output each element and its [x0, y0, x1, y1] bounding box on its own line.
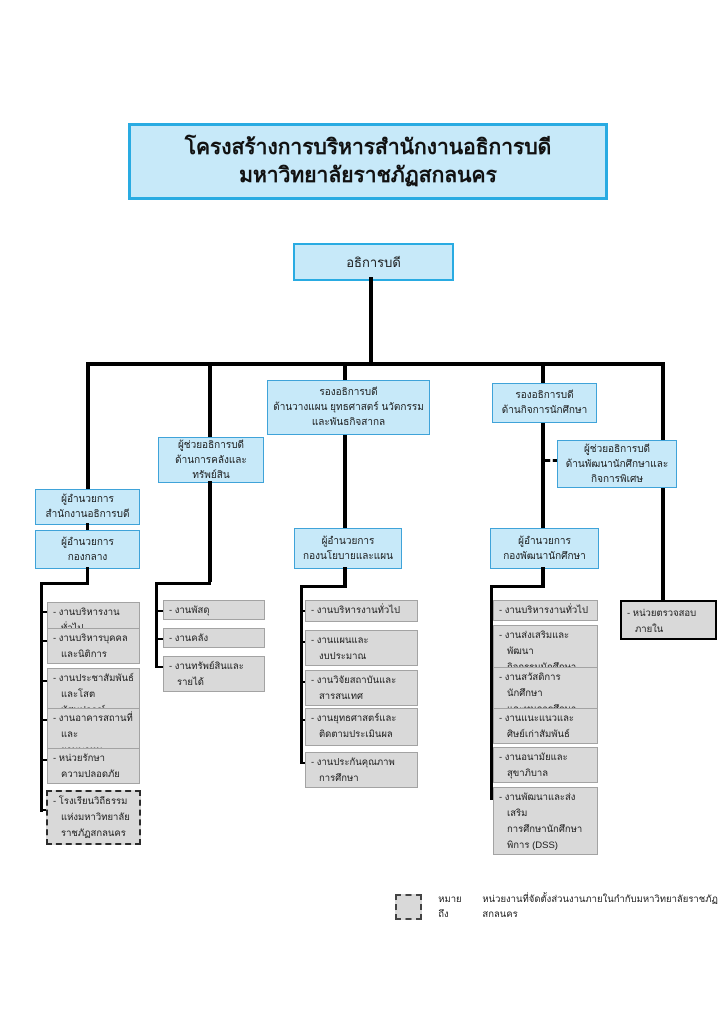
- connector-col1-stub: [40, 611, 49, 613]
- connector-drop-planning: [343, 362, 347, 380]
- node-dir-student-dev-label: ผู้อำนวยการ กองพัฒนานักศึกษา: [503, 535, 586, 562]
- legend-dashed-swatch: [395, 894, 423, 920]
- connector-planning-to-policy: [343, 433, 347, 528]
- connector-col3-stub: [300, 681, 308, 683]
- node-vp-student-affairs: รองอธิการบดี ด้านกิจการนักศึกษา: [492, 383, 597, 423]
- node-dir-central-division-label: ผู้อำนวยการ กองกลาง: [61, 536, 114, 563]
- legend-label: หมายถึง: [438, 894, 462, 920]
- unit-student-4: - งานแนะแนวและ ศิษย์เก่าสัมพันธ์: [493, 708, 598, 744]
- connector-col1-stub: [40, 759, 49, 761]
- connector-col1-stub: [40, 809, 49, 811]
- node-dir-policy-plan: ผู้อำนวยการ กองนโยบายและแผน: [294, 528, 402, 569]
- node-dir-student-dev: ผู้อำนวยการ กองพัฒนานักศึกษา: [490, 528, 599, 569]
- node-asst-finance-label: ผู้ช่วยอธิการบดี ด้านการคลังและทรัพย์สิน: [175, 439, 247, 481]
- connector-col3-stub: [300, 641, 308, 643]
- connector-col4-elbow-v: [541, 567, 545, 585]
- unit-central-5: - หน่วยรักษา ความปลอดภัย: [47, 748, 140, 784]
- node-dir-central-division: ผู้อำนวยการ กองกลาง: [35, 530, 140, 569]
- node-vp-planning: รองอธิการบดี ด้านวางแผน ยุทธศาสตร์ นวัตก…: [267, 380, 430, 435]
- node-asst-student-dev-label: ผู้ช่วยอธิการบดี ด้านพัฒนานักศึกษาและ กิ…: [565, 443, 669, 485]
- node-president-label: อธิการบดี: [346, 254, 401, 270]
- unit-finance-3: - งานทรัพย์สินและ รายได้: [163, 656, 265, 692]
- chart-title-box: โครงสร้างการบริหารสำนักงานอธิการบดี มหาว…: [128, 123, 608, 200]
- unit-central-affiliated-school: - โรงเรียนวิถีธรรม แห่งมหาวิทยาลัย ราชภั…: [46, 790, 141, 845]
- node-dir-president-office: ผู้อำนวยการ สำนักงานอธิการบดี: [35, 489, 140, 525]
- node-dir-policy-plan-label: ผู้อำนวยการ กองนโยบายและแผน: [303, 535, 393, 562]
- unit-policy-1: - งานบริหารงานทั่วไป: [305, 600, 418, 622]
- connector-col2-elbow-h: [155, 582, 211, 585]
- connector-col3-elbow-v: [343, 567, 347, 585]
- connector-drop-student: [541, 362, 545, 383]
- connector-main-bar: [86, 362, 665, 366]
- node-vp-planning-label: รองอธิการบดี ด้านวางแผน ยุทธศาสตร์ นวัตก…: [273, 387, 424, 428]
- unit-finance-2: - งานคลัง: [163, 628, 265, 648]
- connector-col3-stub: [300, 719, 308, 721]
- unit-student-5: - งานอนามัยและ สุขาภิบาล: [493, 747, 598, 783]
- connector-col3-stub: [300, 762, 308, 764]
- connector-col2-stub: [155, 638, 165, 640]
- connector-dashed-asst-student: [545, 459, 558, 462]
- connector-col1-elbow-v: [86, 567, 89, 582]
- connector-col2-elbow-v: [208, 481, 212, 582]
- node-asst-finance: ผู้ช่วยอธิการบดี ด้านการคลังและทรัพย์สิน: [158, 437, 264, 483]
- connector-col4-elbow-h: [490, 585, 545, 588]
- unit-policy-4: - งานยุทธศาสตร์และ ติดตามประเมินผล: [305, 708, 418, 746]
- connector-drop-office: [86, 362, 90, 489]
- connector-col2-stub: [155, 666, 165, 668]
- node-asst-student-dev: ผู้ช่วยอธิการบดี ด้านพัฒนานักศึกษาและ กิ…: [557, 440, 677, 488]
- legend-text: หน่วยงานที่จัดตั้งส่วนงานภายในกำกับมหาวิ…: [482, 894, 718, 920]
- unit-student-1: - งานบริหารงานทั่วไป: [493, 600, 598, 621]
- connector-col1-stub: [40, 680, 49, 682]
- unit-policy-3: - งานวิจัยสถาบันและ สารสนเทศ: [305, 670, 418, 706]
- connector-col1-stub: [40, 640, 49, 642]
- connector-col1-spine: [40, 582, 43, 812]
- node-vp-student-affairs-label: รองอธิการบดี ด้านกิจการนักศึกษา: [501, 390, 588, 416]
- connector-col2-stub: [155, 610, 165, 612]
- chart-title-line1: โครงสร้างการบริหารสำนักงานอธิการบดี: [184, 135, 552, 159]
- unit-policy-2: - งานแผนและ งบประมาณ: [305, 630, 418, 666]
- unit-internal-audit: - หน่วยตรวจสอบภายใน: [620, 600, 717, 640]
- chart-title-line2: มหาวิทยาลัยราชภัฏสกลนคร: [239, 163, 497, 187]
- unit-central-2: - งานบริหารบุคคล และนิติการ: [47, 628, 140, 664]
- connector-col3-stub: [300, 610, 308, 612]
- node-president: อธิการบดี: [293, 243, 454, 281]
- connector-office-to-central: [86, 523, 89, 530]
- connector-student-to-dev: [541, 421, 545, 528]
- unit-finance-1: - งานพัสดุ: [163, 600, 265, 620]
- connector-trunk: [369, 277, 373, 362]
- connector-col4-spine: [490, 585, 493, 800]
- connector-col2-spine: [155, 582, 158, 668]
- node-dir-president-office-label: ผู้อำนวยการ สำนักงานอธิการบดี: [45, 494, 130, 520]
- connector-col1-stub: [40, 719, 49, 721]
- unit-policy-5: - งานประกันคุณภาพ การศึกษา: [305, 752, 418, 788]
- legend: หมายถึง หน่วยงานที่จัดตั้งส่วนงานภายในกำ…: [395, 892, 724, 922]
- connector-col3-spine: [300, 585, 303, 764]
- connector-col3-elbow-h: [300, 585, 347, 588]
- unit-student-6: - งานพัฒนาและส่งเสริม การศึกษานักศึกษา พ…: [493, 787, 598, 855]
- connector-drop-finance: [208, 362, 212, 437]
- connector-col1-elbow-h: [40, 582, 89, 585]
